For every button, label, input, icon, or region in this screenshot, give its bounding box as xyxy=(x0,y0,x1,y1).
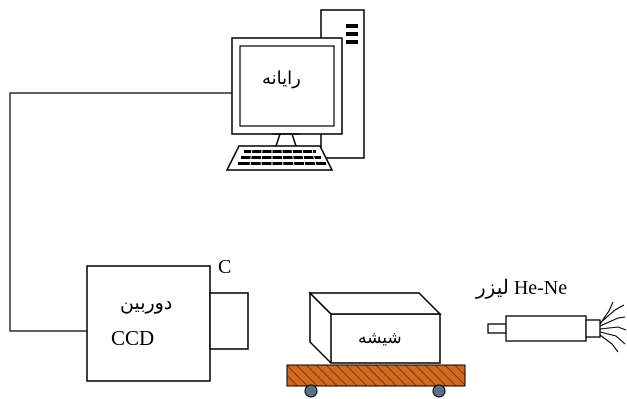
glass-label: شیشه xyxy=(358,328,402,348)
cart-wheel-left xyxy=(304,384,318,398)
connection-cable xyxy=(9,92,232,332)
camera-marker-label: C xyxy=(218,256,232,278)
cart-icon xyxy=(286,364,466,398)
cart-wheel-right xyxy=(432,384,446,398)
keyboard-icon xyxy=(225,145,334,171)
laser-icon xyxy=(487,301,627,353)
camera-type-label: CCD xyxy=(111,326,155,350)
computer-label: رایانه xyxy=(262,68,301,89)
monitor-icon xyxy=(231,37,343,147)
laser-label: لیزر He-Ne xyxy=(476,277,568,299)
camera-icon xyxy=(86,265,249,382)
camera-name-label: دوربین xyxy=(120,292,173,314)
glass-block xyxy=(308,291,442,364)
